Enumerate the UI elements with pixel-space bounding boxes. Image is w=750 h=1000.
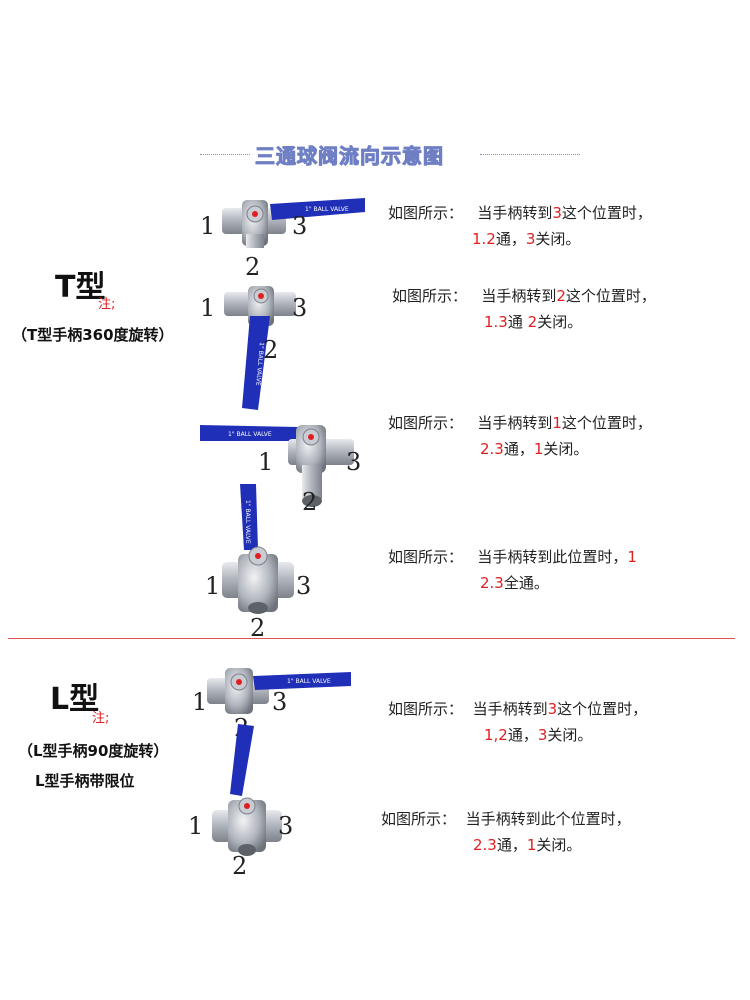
svg-text:1" BALL VALVE: 1" BALL VALVE xyxy=(287,678,331,685)
t4-port-2: 2 xyxy=(250,614,266,642)
t-valve-4-image: 1" BALL VALVE xyxy=(218,480,298,624)
l2-port-3: 3 xyxy=(278,812,294,840)
l1-port-3: 3 xyxy=(272,688,288,716)
t3-port-1: 1 xyxy=(258,448,274,476)
l2-port-1: 1 xyxy=(188,812,204,840)
t4-port-1: 1 xyxy=(205,572,221,600)
title-rule-left xyxy=(200,154,250,155)
t2-description: 如图所示： 当手柄转到2这个位置时， 1.3通 2关闭。 xyxy=(392,287,656,331)
l-limit-note: L型手柄带限位 xyxy=(35,772,135,790)
t4-port-3: 3 xyxy=(296,572,312,600)
t1-description: 如图所示： 当手柄转到3这个位置时， 1.2通，3关闭。 xyxy=(388,204,652,248)
t-type-label: T型 xyxy=(55,270,106,305)
t3-port-3: 3 xyxy=(346,448,362,476)
l2-description: 如图所示： 当手柄转到此个位置时， 2.3通，1关闭。 xyxy=(381,810,631,854)
t2-port-3: 3 xyxy=(292,294,308,322)
svg-text:1" BALL VALVE: 1" BALL VALVE xyxy=(305,206,349,213)
l1-description: 如图所示： 当手柄转到3这个位置时， 1,2通，3关闭。 xyxy=(388,700,648,744)
page-title: 三通球阀流向示意图 xyxy=(255,144,444,169)
l2-port-2: 2 xyxy=(232,852,248,880)
t-valve-1-image: 1" BALL VALVE xyxy=(220,190,370,264)
t-note: 注; xyxy=(98,297,116,312)
t3-port-2: 2 xyxy=(302,488,318,516)
l-type-label: L型 xyxy=(50,682,100,717)
t1-port-2: 2 xyxy=(245,253,261,281)
t-rotation-note: （T型手柄360度旋转） xyxy=(12,326,174,344)
svg-text:1" BALL VALVE: 1" BALL VALVE xyxy=(228,431,272,438)
t1-port-1: 1 xyxy=(200,212,216,240)
t1-port-3: 3 xyxy=(292,212,308,240)
svg-text:1" BALL VALVE: 1" BALL VALVE xyxy=(244,500,251,544)
l-valve-2-image xyxy=(208,722,288,866)
t2-port-2: 2 xyxy=(263,336,279,364)
t2-port-1: 1 xyxy=(200,294,216,322)
section-divider xyxy=(8,638,735,639)
title-bar: 三通球阀流向示意图 xyxy=(200,140,580,170)
l-note: 注; xyxy=(92,711,110,726)
l1-port-1: 1 xyxy=(192,688,208,716)
title-rule-right xyxy=(480,154,580,155)
l-rotation-note: （L型手柄90度旋转） xyxy=(18,742,169,760)
l-valve-1-image: 1" BALL VALVE xyxy=(205,662,355,726)
t3-description: 如图所示： 当手柄转到1这个位置时， 2.3通，1关闭。 xyxy=(388,414,652,458)
svg-text:1" BALL VALVE: 1" BALL VALVE xyxy=(254,342,265,386)
t-valve-2-image: 1" BALL VALVE xyxy=(220,282,300,416)
t4-description: 如图所示： 当手柄转到此位置时，1 2.3全通。 xyxy=(388,548,637,592)
t-valve-3-image: 1" BALL VALVE xyxy=(198,415,358,519)
